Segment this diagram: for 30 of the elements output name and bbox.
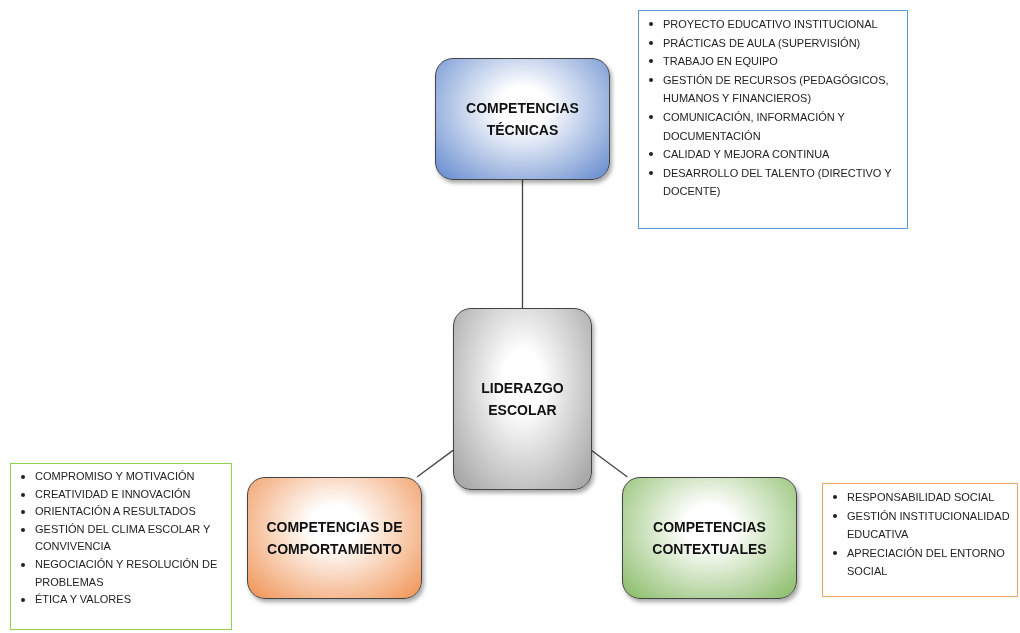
list-item: NEGOCIACIÓN Y RESOLUCIÓN DE PROBLEMAS xyxy=(35,556,219,590)
list-item: PROYECTO EDUCATIVO INSTITUCIONAL xyxy=(663,17,878,32)
list-item: APRECIACIÓN DEL ENTORNO SOCIAL xyxy=(847,545,1006,580)
list-item: GESTIÓN DE RECURSOS (PEDAGÓGICOS, HUMANOS Y FINANCIEROS) xyxy=(663,72,890,107)
list-item: CREATIVIDAD E INNOVACIÓN xyxy=(35,486,191,502)
list-item: DESARROLLO DEL TALENTO (DIRECTIVO Y DOCENTE) xyxy=(663,165,893,200)
list-panel xyxy=(10,463,232,630)
central-box xyxy=(453,308,592,490)
category-box xyxy=(247,477,422,599)
category-box xyxy=(622,477,797,599)
list-item: COMUNICACIÓN, INFORMACIÓN Y DOCUMENTACIÓN xyxy=(663,109,846,144)
box-title: COMPETENCIAS DE COMPORTAMIENTO xyxy=(265,518,404,559)
connector-line xyxy=(416,449,454,478)
list-panel xyxy=(822,483,1018,597)
list-item: COMPROMISO Y MOTIVACIÓN xyxy=(35,469,195,484)
list-item: PRÁCTICAS DE AULA (SUPERVISIÓN) xyxy=(663,35,861,51)
list-item: CALIDAD Y MEJORA CONTINUA xyxy=(663,147,830,163)
list-item: RESPONSABILIDAD SOCIAL xyxy=(847,490,995,505)
list-panel xyxy=(638,10,908,229)
list-item: ÉTICA Y VALORES xyxy=(35,592,131,608)
category-box xyxy=(435,58,610,180)
list-item: TRABAJO EN EQUIPO xyxy=(663,54,778,70)
box-title: COMPETENCIAS TÉCNICAS xyxy=(465,99,580,140)
box-title: COMPETENCIAS CONTEXTUALES xyxy=(651,518,768,559)
box-title: LIDERAZGO ESCOLAR xyxy=(480,379,565,420)
list-item: GESTIÓN INSTITUCIONALIDAD EDUCATIVA xyxy=(847,508,1011,543)
list-item: ORIENTACIÓN A RESULTADOS xyxy=(35,504,196,520)
list-item: GESTIÓN DEL CLIMA ESCOLAR Y CONVIVENCIA xyxy=(35,521,212,555)
connector-line xyxy=(591,450,629,478)
connector-line xyxy=(521,179,524,309)
